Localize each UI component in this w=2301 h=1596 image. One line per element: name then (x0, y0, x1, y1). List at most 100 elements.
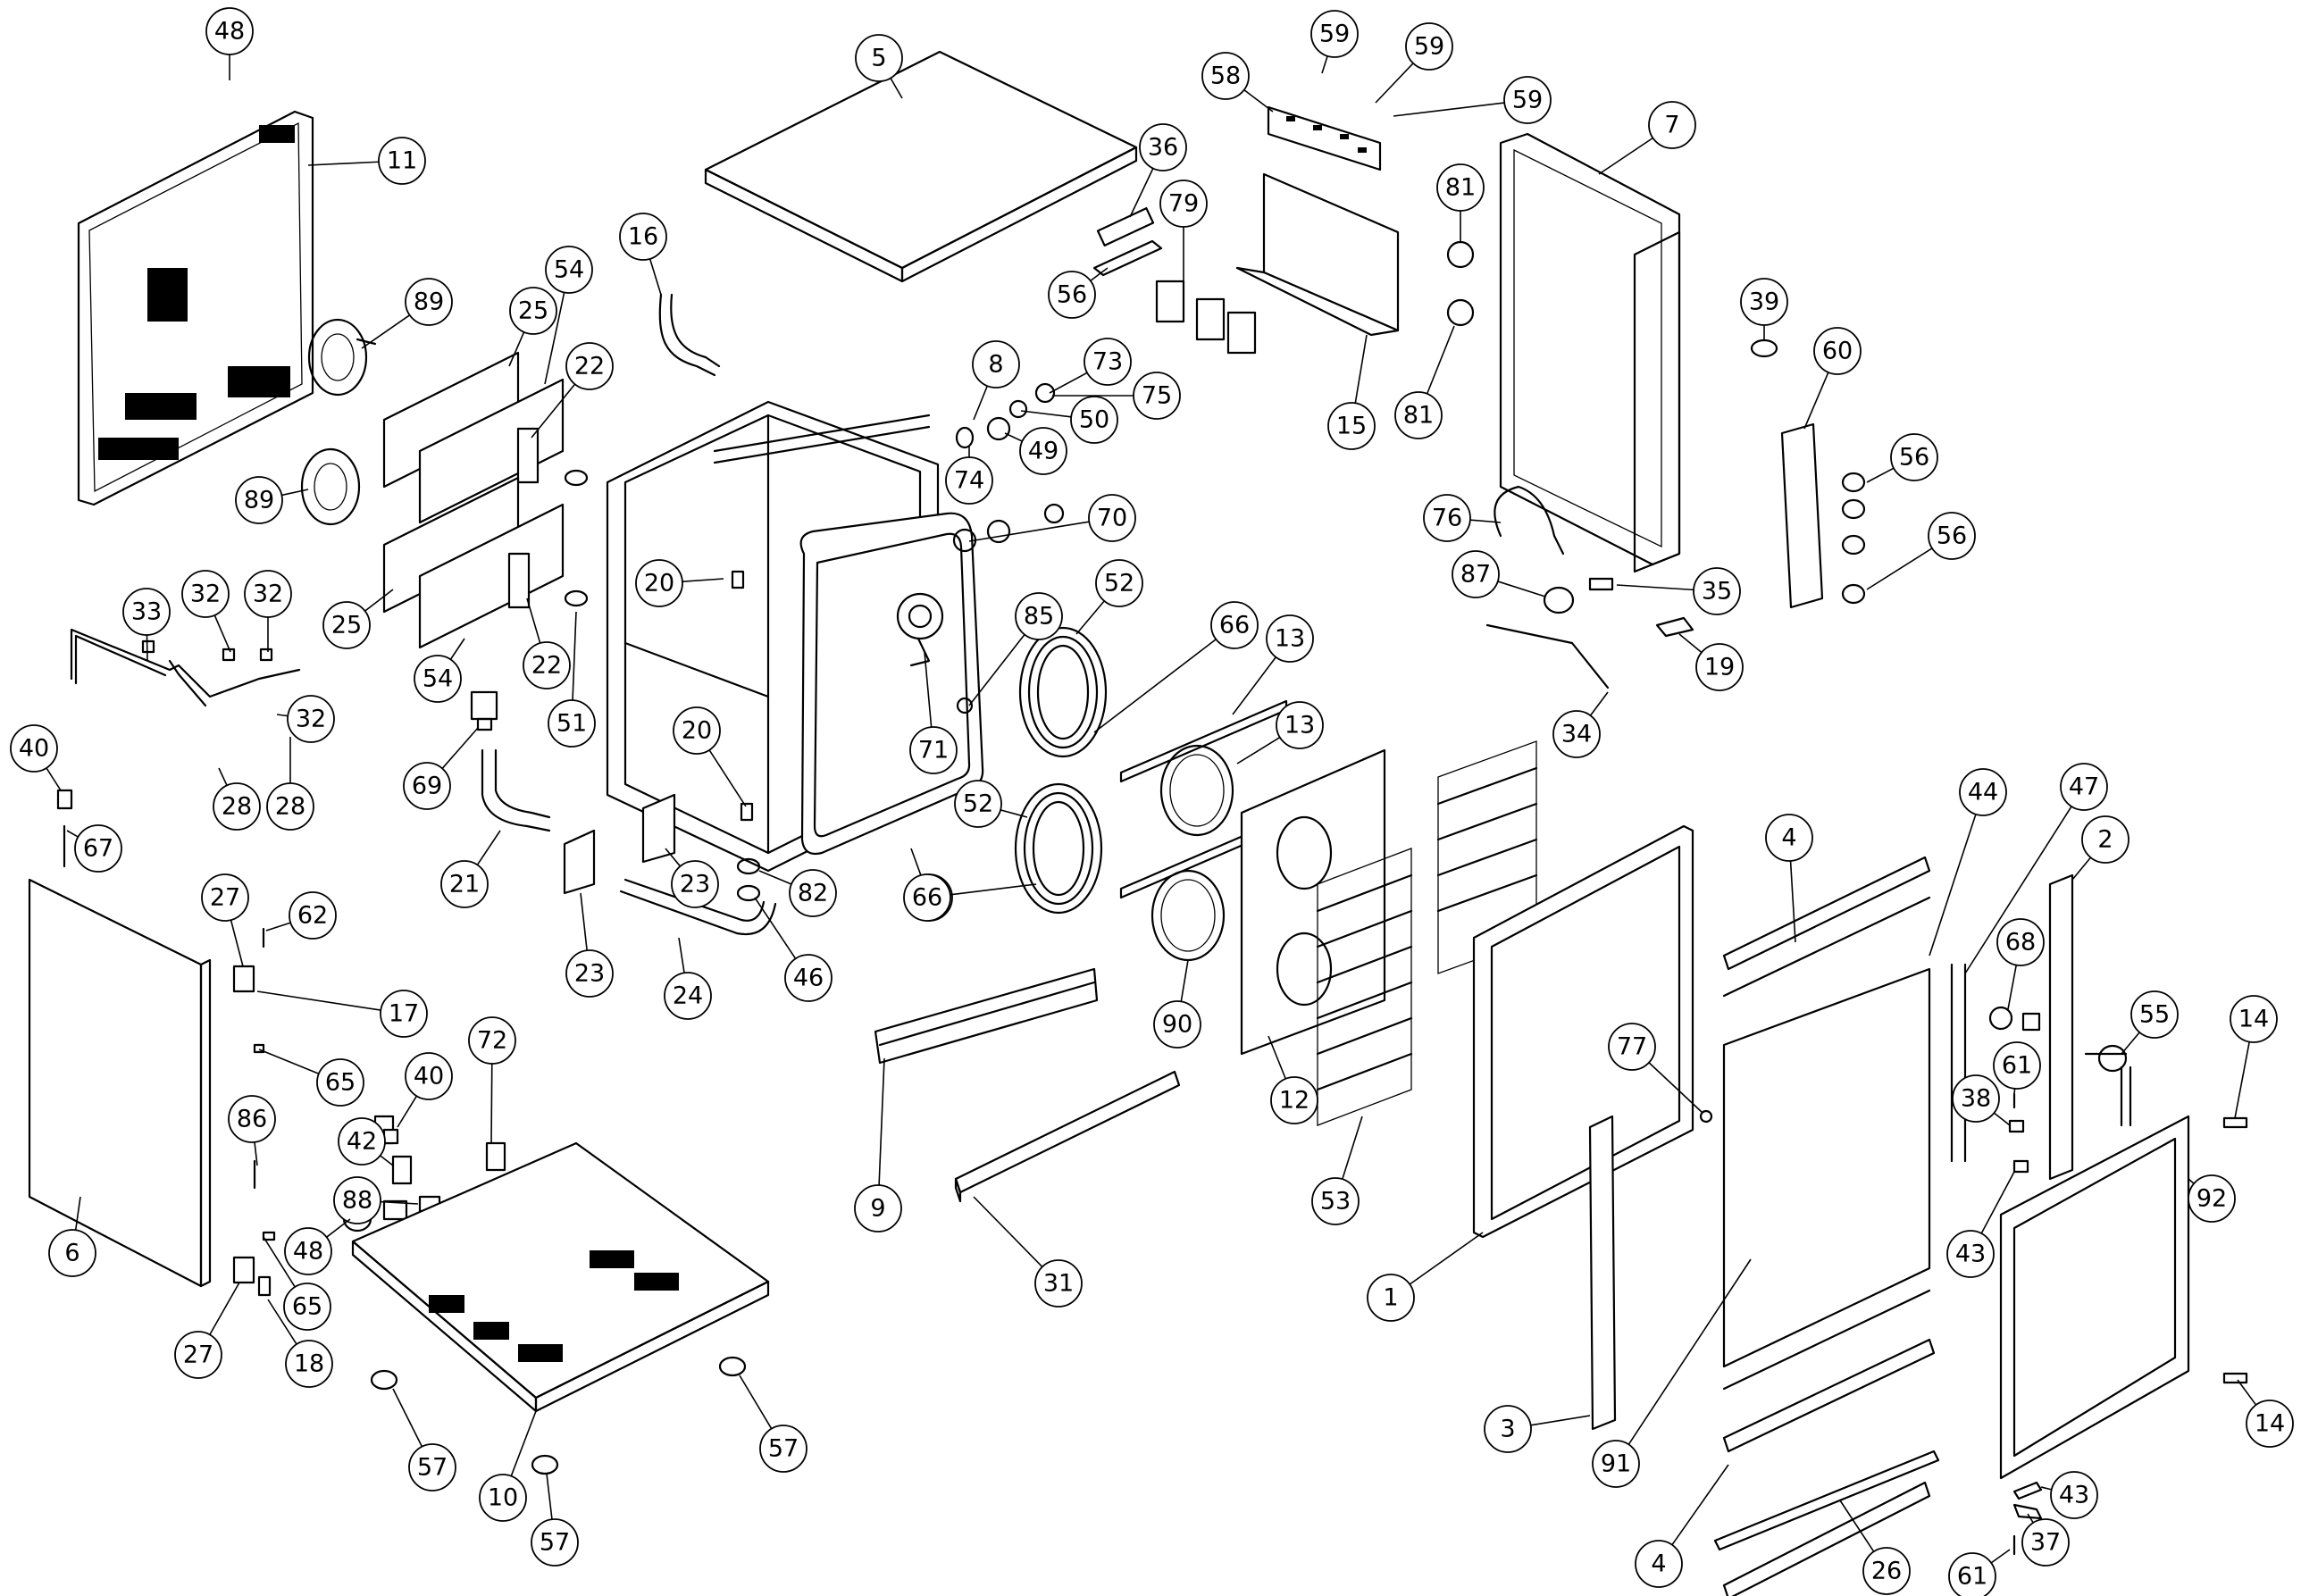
callout-leader-line (2007, 965, 2018, 1010)
callout-label: 7 (1664, 112, 1679, 139)
callout-label: 44 (1968, 779, 1998, 806)
callout-75: 75 (1052, 372, 1181, 420)
callout-65: 65 (263, 1236, 331, 1331)
callout-circle (1452, 550, 1500, 598)
part-tube (70, 628, 301, 698)
callout-circle (284, 1227, 332, 1275)
callout-66: 66 (903, 873, 1037, 922)
callout-label: 87 (1460, 561, 1491, 589)
callout-76: 76 (1423, 494, 1502, 542)
callout-label: 22 (531, 652, 562, 680)
callout-label: 20 (682, 717, 712, 745)
callout-label: 27 (210, 884, 240, 912)
callout-32: 32 (181, 570, 231, 653)
callout-circle (673, 706, 721, 755)
part-contactors (1092, 207, 1257, 355)
callout-circle (2246, 1400, 2294, 1448)
callout-circle (854, 1184, 902, 1233)
callout-label: 10 (488, 1484, 518, 1512)
callout-58: 58 (1201, 52, 1274, 113)
callout-circle (1159, 180, 1208, 228)
callout-circle (2021, 1518, 2070, 1567)
callout-leader-line (1648, 1062, 1703, 1113)
callout-circle (909, 726, 958, 774)
callout-circle (759, 1425, 807, 1473)
callout-label: 23 (574, 960, 605, 988)
callout-40: 40 (397, 1052, 453, 1128)
callout-21: 21 (440, 830, 501, 908)
callout-circle (1048, 271, 1096, 319)
callout-90: 90 (1153, 959, 1201, 1049)
part-fan-wheel (1150, 744, 1234, 962)
callout-81: 81 (1436, 163, 1485, 241)
callout-label: 91 (1601, 1450, 1631, 1478)
callout-32: 32 (276, 695, 335, 743)
callout-circle (181, 570, 230, 618)
callout-leader-line (546, 1473, 553, 1520)
callout-circle (1423, 494, 1471, 542)
callout-leader-line (682, 578, 724, 582)
callout-circle (414, 655, 462, 703)
part-outer-door (1999, 1115, 2190, 1480)
callout-8: 8 (972, 340, 1020, 421)
callout-label: 15 (1336, 413, 1367, 440)
callout-label: 82 (798, 880, 828, 907)
callout-leader-line (1342, 1116, 1363, 1180)
callout-57: 57 (392, 1388, 456, 1492)
callout-circle (205, 7, 254, 55)
callout-label: 77 (1617, 1033, 1647, 1061)
callout-43: 43 (2040, 1471, 2098, 1519)
callout-74: 74 (945, 447, 993, 505)
callout-label: 28 (275, 793, 305, 821)
callout-circle (1993, 1041, 2041, 1090)
callout-leader-line (1236, 736, 1281, 765)
callout-label: 68 (2005, 929, 2036, 957)
callout-label: 59 (1414, 33, 1444, 61)
callout-67: 67 (66, 824, 122, 873)
callout-62: 62 (265, 891, 337, 940)
callout-leader-line (665, 848, 682, 867)
callout-22: 22 (531, 342, 614, 439)
callout-circle (1890, 433, 1938, 481)
callout-circle (1946, 1230, 1995, 1278)
callout-label: 20 (644, 570, 674, 597)
callout-leader-line (508, 331, 525, 367)
callout-53: 53 (1311, 1116, 1363, 1225)
part-base-tray (351, 1141, 770, 1413)
part-side-panel (1499, 132, 1681, 573)
callout-label: 75 (1142, 382, 1172, 410)
callout-circle (565, 949, 614, 998)
callout-leader-line (441, 727, 479, 769)
callout-circle (405, 278, 453, 326)
callout-leader-line (1243, 89, 1274, 113)
callout-circle (2050, 1471, 2098, 1519)
callout-circle (954, 780, 1002, 828)
callout-20: 20 (635, 559, 724, 607)
callout-leader-line (276, 714, 289, 717)
callout-circle (784, 954, 833, 1002)
callout-leader-line (648, 258, 662, 296)
callout-label: 12 (1279, 1087, 1309, 1115)
callout-leader-line (307, 161, 380, 166)
callout-circle (945, 456, 993, 505)
callout-leader-line (1929, 814, 1977, 957)
callout-7: 7 (1598, 101, 1696, 175)
callout-leader-line (256, 990, 381, 1011)
callout-86: 86 (228, 1095, 276, 1166)
callout-circle (479, 1474, 527, 1522)
callout-14: 14 (2230, 995, 2278, 1119)
callout-leader-line (758, 870, 792, 885)
callout-27: 27 (201, 873, 249, 967)
callout-leader-line (364, 589, 394, 612)
callout-circle (619, 213, 667, 261)
callout-circle (1648, 101, 1696, 149)
callout-37: 37 (2021, 1513, 2070, 1567)
part-hose (658, 293, 716, 377)
callout-leader-line (910, 848, 922, 876)
callout-circle (440, 860, 489, 908)
callout-circle (1693, 567, 1741, 615)
callout-circle (2081, 815, 2129, 864)
callout-label: 86 (237, 1106, 267, 1133)
callout-22: 22 (523, 597, 571, 689)
callout-circle (1201, 52, 1250, 100)
